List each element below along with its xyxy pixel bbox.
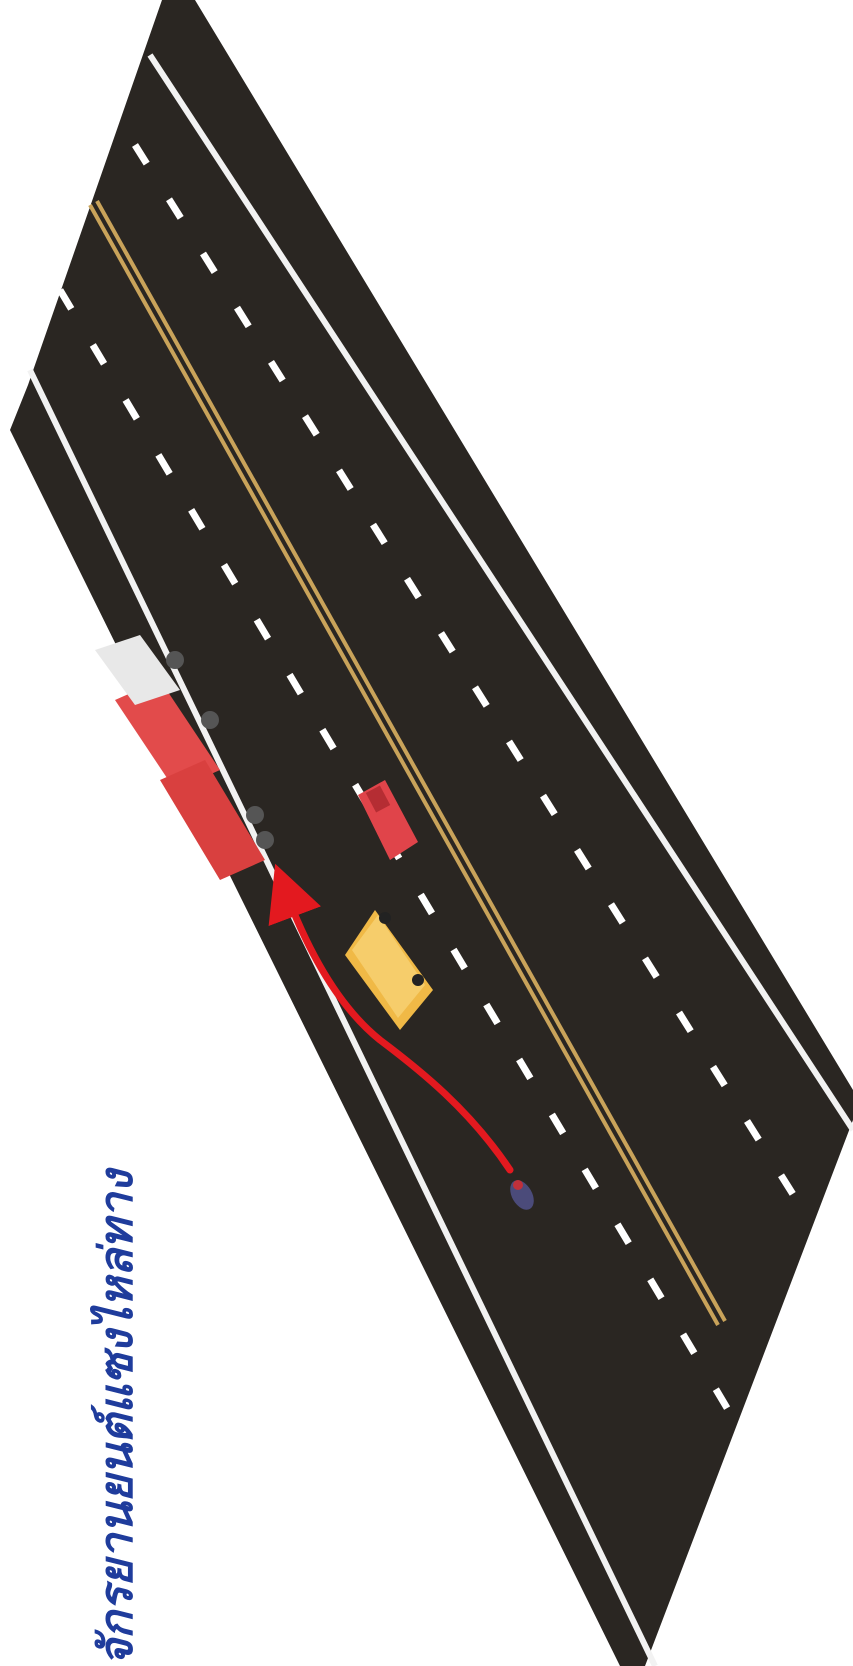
van-wheel [412, 974, 424, 986]
truck-wheel [166, 651, 184, 669]
truck-wheel [256, 831, 274, 849]
rider-helmet [513, 1180, 523, 1190]
truck-wheel [201, 711, 219, 729]
truck-wheel [246, 806, 264, 824]
van-wheel [379, 912, 391, 924]
caption: จักรยานยนต์แซงไหล่ทาง [93, 1170, 139, 1666]
